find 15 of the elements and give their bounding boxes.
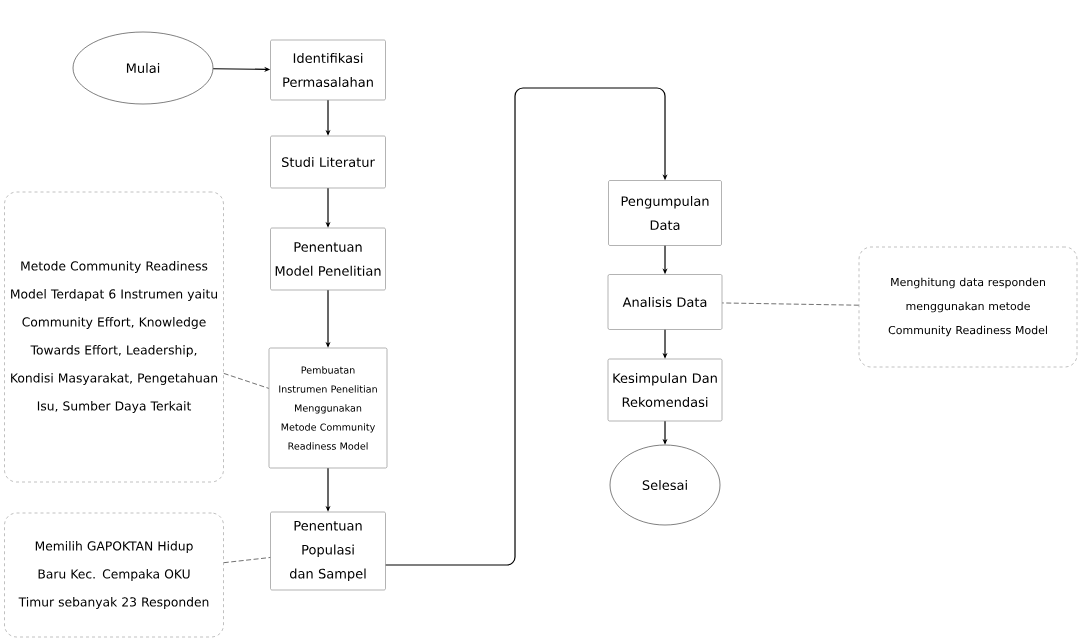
process-box: Analisis Data <box>607 274 723 330</box>
process-box: Pengumpulan Data <box>608 180 722 246</box>
note-box: Metode Community Readiness Model Terdapat 6 Instrumen yaitu Community Effort, Knowledge Towards Effort, Leadership, Kondisi Masyarakat, Pengetahuan Isu, Sumber Daya Terkait <box>4 191 224 483</box>
note-box: Menghitung data responden menggunakan metode Community Readiness Model <box>858 246 1078 368</box>
arrow <box>385 87 668 566</box>
process-box: Identifikasi Permasalahan <box>270 39 386 101</box>
process-box: Kesimpulan Dan Rekomendasi <box>607 358 723 422</box>
process-box: Studi Literatur <box>270 135 386 189</box>
connector-line <box>721 302 860 306</box>
connector-line <box>223 557 271 564</box>
connector-line <box>223 373 270 389</box>
process-box: Pembuatan Instrumen Penelitian Menggunakan Metode Community Readiness Model <box>268 347 388 469</box>
note-box: Memilih GAPOKTAN Hidup Baru Kec. Cempaka OKU Timur sebanyak 23 Responden <box>4 512 224 638</box>
process-box: Penentuan Model Penelitian <box>270 227 386 291</box>
process-box: Penentuan Populasi dan Sampel <box>270 511 386 591</box>
